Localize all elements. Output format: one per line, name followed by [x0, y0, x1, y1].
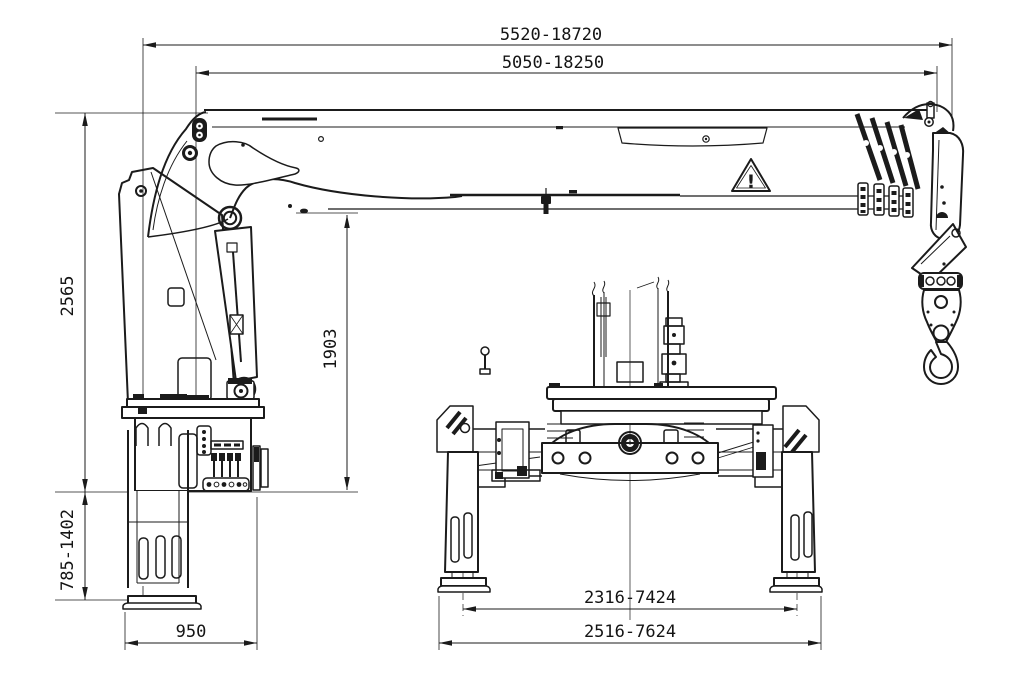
dim-leg-extension-label: 785-1402: [58, 509, 78, 591]
column-slot: [616, 361, 644, 383]
dim-outrigger-span-outer-label: 2516-7624: [584, 622, 676, 642]
left-foot-plate: [440, 577, 487, 587]
dim-boom-underside-height-label: 1903: [321, 329, 341, 370]
outrigger-leg-side: [122, 430, 202, 610]
front-left-leg: [437, 451, 491, 593]
dim-overall-length-label: 5520-18720: [500, 25, 602, 45]
boom-link: [192, 118, 207, 142]
lift-cylinder: [214, 226, 258, 402]
dim-base-width: 950: [124, 497, 258, 650]
boom-underside-clamp: [541, 188, 551, 214]
dim-base-width-label: 950: [176, 622, 207, 642]
dim-overall-height-label: 2565: [58, 276, 78, 317]
boom-cover-plate: [617, 127, 768, 147]
beam-right-bracket: [752, 424, 774, 478]
dim-boom-length-label: 5050-18250: [502, 53, 604, 73]
section-end-fittings: [857, 182, 914, 218]
dim-outrigger-span-outer: 2516-7624: [438, 596, 822, 650]
outrigger-control-knob: [479, 346, 491, 375]
front-right-leg: [769, 451, 823, 593]
boom-tip-and-hook: [902, 100, 967, 385]
warning-exclamation: !: [747, 171, 756, 193]
column-access-plate: [167, 287, 185, 307]
boom: [204, 109, 934, 214]
knuckle-arm: [929, 132, 965, 241]
dim-leg-extension: 785-1402: [55, 492, 128, 601]
right-foot-plate: [773, 577, 820, 587]
dimensions-layer: 5520-18720 5050-18250 2565 785-1402 1903: [55, 25, 953, 650]
front-view: [436, 276, 823, 620]
side-view: !: [118, 100, 967, 610]
warning-triangle-icon: !: [731, 158, 771, 193]
hook-block: [921, 289, 962, 345]
column: [118, 167, 236, 404]
dim-overall-height: 2565: [55, 112, 358, 493]
base-body: [134, 417, 252, 492]
gooseneck-plate: [147, 111, 463, 238]
front-column: [479, 276, 689, 393]
column-side-stack: [659, 317, 689, 393]
hook-icon: [923, 341, 959, 385]
upper-pivot-pin: [182, 145, 198, 161]
valve-levers: [211, 453, 241, 477]
fly-section-ends: [854, 113, 921, 218]
dim-boom-underside-height: 1903: [296, 212, 358, 490]
control-valve-bank: [196, 425, 250, 492]
dim-overall-length: 5520-18720: [142, 25, 953, 608]
beam-center-pivot: [618, 431, 642, 455]
base-top-plate: [126, 398, 260, 408]
slew-base: [121, 378, 269, 492]
gooseneck-cutout: [208, 140, 300, 186]
boom-tip-curl: [902, 103, 955, 132]
front-slew-base: [541, 383, 777, 454]
beam-left-bracket: [491, 421, 541, 482]
outrigger-beam: [436, 405, 820, 488]
